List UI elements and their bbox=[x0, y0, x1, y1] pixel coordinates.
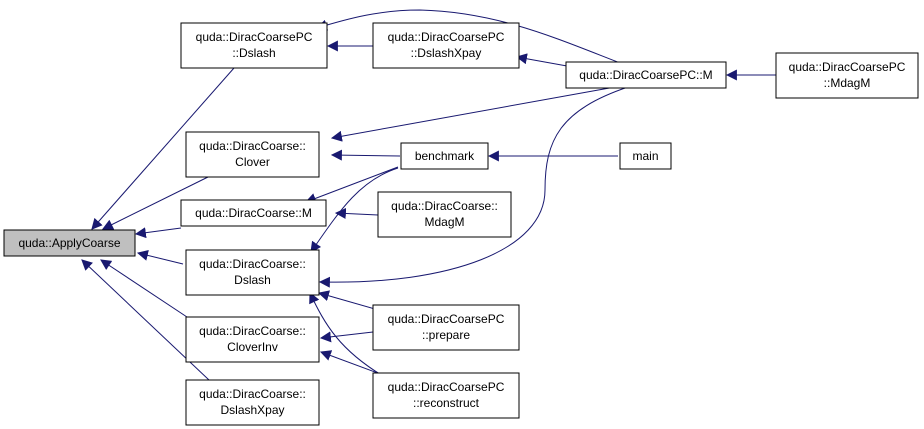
nodes: quda::ApplyCoarse quda::DiracCoarsePC ::… bbox=[3, 22, 919, 426]
edge-dcpc-reconstruct-to-dc-cloverinv bbox=[319, 350, 384, 376]
edge-dcpc-m-to-dcpc-dslash bbox=[315, 9, 629, 67]
node-dirac-coarse-pc-dslash-label-2: ::Dslash bbox=[232, 46, 275, 60]
node-dirac-coarse-dslash-label-2: Dslash bbox=[234, 273, 271, 287]
node-dirac-coarse-cloverinv-label-1: quda::DiracCoarse:: bbox=[199, 324, 306, 338]
node-dirac-coarse-cloverinv-label-2: CloverInv bbox=[227, 340, 278, 354]
node-dirac-coarse-mdagm-label-2: MdagM bbox=[424, 215, 464, 229]
edge-dcpc-reconstruct-to-dc-dslash bbox=[309, 292, 384, 377]
node-apply-coarse-label: quda::ApplyCoarse bbox=[18, 236, 120, 250]
edge-dcpc-m-to-dc-clover bbox=[330, 86, 616, 142]
node-dirac-coarse-pc-mdagm[interactable]: quda::DiracCoarsePC ::MdagM bbox=[775, 52, 919, 99]
node-dirac-coarse-pc-reconstruct-label-1: quda::DiracCoarsePC bbox=[388, 380, 505, 394]
node-benchmark[interactable]: benchmark bbox=[400, 142, 489, 170]
edge-dcpc-dslash-to-applycoarse bbox=[91, 67, 235, 230]
node-dirac-coarse-m-label: quda::DiracCoarse::M bbox=[195, 206, 312, 220]
node-dirac-coarse-pc-m[interactable]: quda::DiracCoarsePC::M bbox=[565, 61, 727, 89]
edge-dc-clover-to-applycoarse bbox=[102, 176, 209, 230]
edge-dc-cloverinv-to-applycoarse bbox=[100, 259, 191, 320]
node-dirac-coarse-pc-dslashxpay[interactable]: quda::DiracCoarsePC ::DslashXpay bbox=[372, 22, 520, 69]
edge-benchmark-to-dc-clover bbox=[330, 149, 401, 161]
node-dirac-coarse-dslashxpay-label-1: quda::DiracCoarse:: bbox=[199, 387, 306, 401]
node-dirac-coarse-clover-label-2: Clover bbox=[235, 155, 270, 169]
node-dirac-coarse-clover-label-1: quda::DiracCoarse:: bbox=[199, 139, 306, 153]
node-dirac-coarse-pc-mdagm-label-1: quda::DiracCoarsePC bbox=[789, 60, 906, 74]
node-dirac-coarse-pc-dslash[interactable]: quda::DiracCoarsePC ::Dslash bbox=[180, 22, 328, 69]
node-main[interactable]: main bbox=[619, 142, 672, 170]
edge-benchmark-to-dc-dslash bbox=[310, 167, 399, 253]
node-apply-coarse[interactable]: quda::ApplyCoarse bbox=[3, 229, 136, 257]
node-dirac-coarse-pc-prepare-label-1: quda::DiracCoarsePC bbox=[388, 312, 505, 326]
node-benchmark-label: benchmark bbox=[415, 149, 475, 163]
node-dirac-coarse-mdagm[interactable]: quda::DiracCoarse:: MdagM bbox=[377, 191, 512, 238]
edge-dcpc-prepare-to-dc-dslash bbox=[317, 290, 383, 312]
node-dirac-coarse-mdagm-label-1: quda::DiracCoarse:: bbox=[391, 199, 498, 213]
node-dirac-coarse-pc-dslashxpay-label-2: ::DslashXpay bbox=[411, 46, 482, 60]
node-dirac-coarse-m[interactable]: quda::DiracCoarse::M bbox=[180, 199, 327, 227]
node-dirac-coarse-pc-reconstruct[interactable]: quda::DiracCoarsePC ::reconstruct bbox=[372, 372, 520, 419]
node-dirac-coarse-pc-dslash-label-1: quda::DiracCoarsePC bbox=[196, 30, 313, 44]
edge-dc-m-to-applycoarse bbox=[134, 227, 182, 239]
node-dirac-coarse-dslash-label-1: quda::DiracCoarse:: bbox=[199, 257, 306, 271]
node-dirac-coarse-pc-m-label: quda::DiracCoarsePC::M bbox=[579, 68, 712, 82]
edge-dcpc-m-to-dc-dslash bbox=[318, 86, 629, 288]
node-dirac-coarse-dslash[interactable]: quda::DiracCoarse:: Dslash bbox=[185, 249, 320, 296]
node-dirac-coarse-dslashxpay-label-2: DslashXpay bbox=[220, 403, 284, 417]
node-main-label: main bbox=[632, 149, 658, 163]
node-dirac-coarse-clover[interactable]: quda::DiracCoarse:: Clover bbox=[185, 131, 320, 178]
node-dirac-coarse-pc-prepare[interactable]: quda::DiracCoarsePC ::prepare bbox=[372, 304, 520, 351]
edge-dc-dslash-to-applycoarse bbox=[136, 250, 184, 265]
edge-dc-mdagm-to-dc-m bbox=[334, 207, 379, 219]
node-dirac-coarse-pc-dslashxpay-label-1: quda::DiracCoarsePC bbox=[388, 30, 505, 44]
edge-benchmark-to-dc-m bbox=[304, 166, 399, 204]
node-dirac-coarse-pc-reconstruct-label-2: ::reconstruct bbox=[413, 396, 480, 410]
node-dirac-coarse-cloverinv[interactable]: quda::DiracCoarse:: CloverInv bbox=[185, 316, 320, 363]
node-dirac-coarse-pc-mdagm-label-2: ::MdagM bbox=[824, 76, 871, 90]
edge-dcpc-m-to-dcpc-dslashxpay bbox=[515, 53, 568, 67]
node-dirac-coarse-pc-prepare-label-2: ::prepare bbox=[422, 328, 470, 342]
edge-dcpc-prepare-to-dc-cloverinv bbox=[319, 331, 374, 343]
node-dirac-coarse-dslashxpay[interactable]: quda::DiracCoarse:: DslashXpay bbox=[185, 379, 320, 426]
